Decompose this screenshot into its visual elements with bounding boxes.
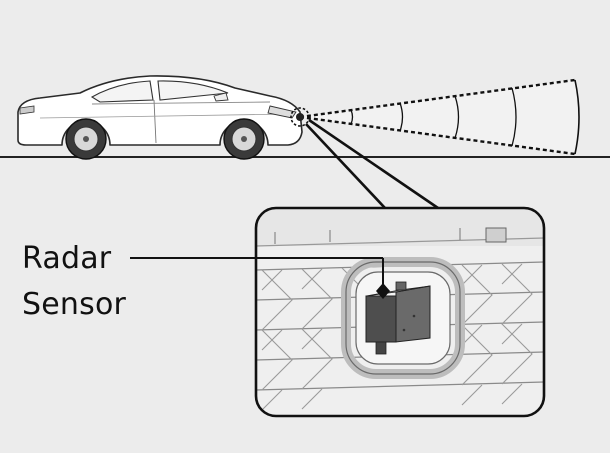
callout-leader	[130, 257, 390, 299]
beam-range-arcs	[350, 87, 517, 147]
magnifier-leader-lines	[305, 118, 439, 210]
label-line-2: Sensor	[22, 287, 127, 322]
sedan-car-icon	[17, 75, 303, 160]
radar-sensor-label: Radar Sensor	[22, 236, 126, 328]
rear-wheel	[65, 118, 107, 160]
radar-beam	[299, 78, 580, 156]
front-wheel	[223, 118, 265, 160]
front-grille-detail-inset	[254, 206, 546, 418]
sensor-location-marker	[290, 107, 310, 127]
label-line-1: Radar	[22, 241, 112, 276]
